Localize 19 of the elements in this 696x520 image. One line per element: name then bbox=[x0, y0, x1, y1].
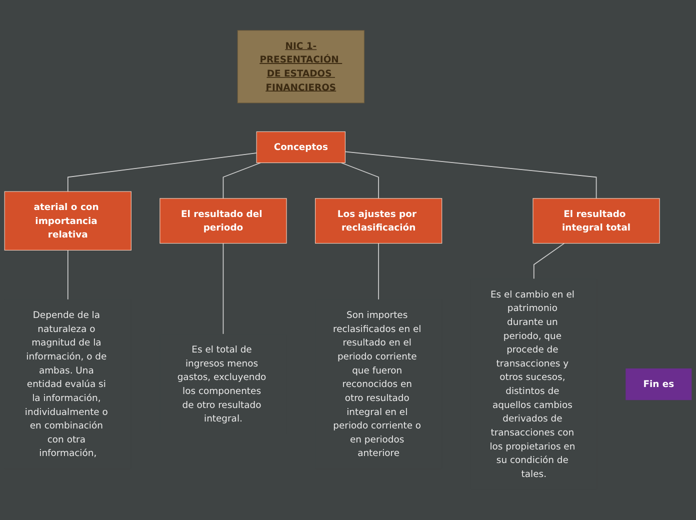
node-text: Es el total de ingresos menos gastos, excluyendo los componentes de otro resultado integral. bbox=[177, 344, 266, 424]
node-box: NIC 1-PRESENTACIÓN DE ESTADOS FINANCIEROS bbox=[237, 30, 364, 104]
connector bbox=[340, 162, 379, 199]
connector bbox=[533, 242, 565, 280]
node-box: El resultado integral total bbox=[532, 198, 660, 244]
node-text: Son importes reclasificados en el resultado en el periodo corriente que fueron reconocidos en otro resultado integral en el periodo corriente o en periodos anteriore bbox=[332, 309, 422, 458]
connector bbox=[67, 250, 68, 300]
node-box: Los ajustes por reclasificación bbox=[315, 198, 442, 244]
connector bbox=[344, 151, 597, 199]
node-box: aterial o con importancia relativa bbox=[4, 191, 132, 250]
node-box: Fin es bbox=[626, 368, 692, 400]
node-text: Depende de la naturaleza o magnitud de la información, o de ambas. Una entidad evalúa si la información, individualmente o en combinación con otra información, bbox=[24, 309, 108, 458]
node-box: Conceptos bbox=[256, 131, 346, 164]
connector bbox=[67, 152, 257, 192]
connector bbox=[378, 242, 379, 300]
connector bbox=[222, 242, 224, 335]
connector bbox=[222, 162, 261, 199]
node-text: Es el cambio en el patrimonio durante un periodo, que procede de transacciones y otros sucesos, distintos de aquellos cambios derivados de transacciones con los propietarios en su condición de tales. bbox=[490, 288, 576, 480]
node-box: El resultado del periodo bbox=[160, 198, 287, 244]
